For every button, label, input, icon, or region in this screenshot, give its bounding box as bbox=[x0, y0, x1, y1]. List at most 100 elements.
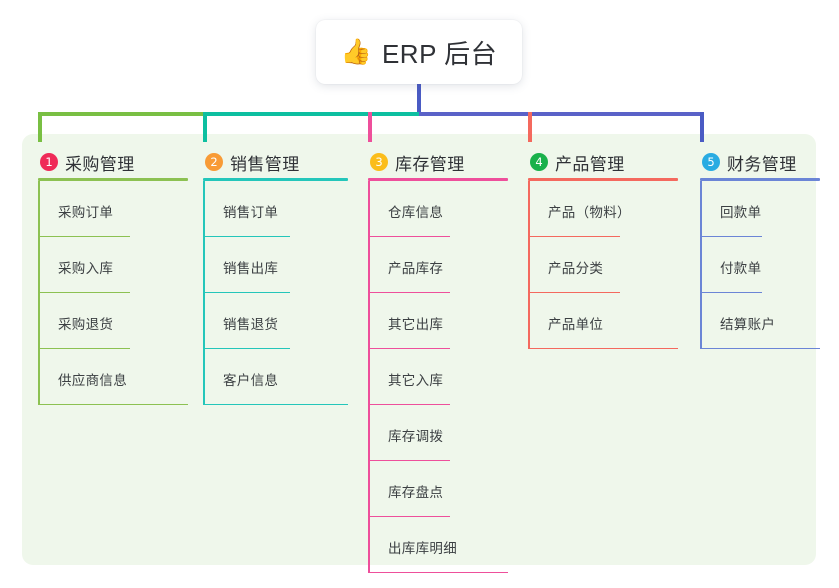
stub-line-5 bbox=[700, 112, 704, 142]
leaf-node[interactable]: 客户信息 bbox=[203, 349, 348, 405]
column-spine-1 bbox=[38, 181, 40, 405]
leaf-rule bbox=[368, 347, 450, 349]
leaf-rule bbox=[528, 235, 620, 237]
leaf-rule bbox=[700, 347, 820, 349]
column-header-rule-2 bbox=[203, 178, 348, 181]
column-header-1[interactable]: 1 采购管理 bbox=[38, 150, 188, 174]
leaf-rule bbox=[38, 235, 130, 237]
column-header-3[interactable]: 3 库存管理 bbox=[368, 150, 508, 174]
column-4: 4 产品管理产品（物料） 产品分类产品单位 bbox=[528, 150, 678, 349]
leaf-node[interactable]: 采购退货 bbox=[38, 293, 188, 349]
column-header-2[interactable]: 2 销售管理 bbox=[203, 150, 348, 174]
leaf-node[interactable]: 产品分类 bbox=[528, 237, 678, 293]
leaf-label: 采购订单 bbox=[58, 205, 114, 220]
leaf-label: 其它入库 bbox=[388, 373, 444, 388]
leaf-node[interactable]: 销售退货 bbox=[203, 293, 348, 349]
column-header-rule-4 bbox=[528, 178, 678, 181]
column-title-3: 库存管理 bbox=[395, 154, 465, 174]
stub-line-3 bbox=[368, 112, 372, 142]
column-header-4[interactable]: 4 产品管理 bbox=[528, 150, 678, 174]
leaf-label: 产品分类 bbox=[548, 261, 604, 276]
leaf-rule bbox=[528, 291, 620, 293]
leaf-rule bbox=[203, 291, 290, 293]
leaf-label: 产品单位 bbox=[548, 317, 604, 332]
leaf-rule bbox=[368, 235, 450, 237]
leaf-node[interactable]: 销售订单 bbox=[203, 181, 348, 237]
root-title: ERP 后台 bbox=[381, 38, 498, 69]
leaf-node[interactable]: 产品（物料） bbox=[528, 181, 678, 237]
column-2: 2 销售管理销售订单销售出库销售退货客户信息 bbox=[203, 150, 348, 405]
column-spine-2 bbox=[203, 181, 205, 405]
column-header-rule-5 bbox=[700, 178, 820, 181]
leaf-rule bbox=[368, 571, 508, 573]
connector-green-segment bbox=[38, 112, 205, 116]
column-header-rule-3 bbox=[368, 178, 508, 181]
stub-line-4 bbox=[528, 112, 532, 142]
column-title-2: 销售管理 bbox=[230, 154, 300, 174]
leaf-label: 采购入库 bbox=[58, 261, 114, 276]
leaf-node[interactable]: 供应商信息 bbox=[38, 349, 188, 405]
leaf-rule bbox=[368, 403, 450, 405]
column-3: 3 库存管理仓库信息产品库存其它出库其它入库库存调拨库存盘点出库库明细 bbox=[368, 150, 508, 573]
leaf-label: 出库库明细 bbox=[388, 541, 457, 556]
leaf-node[interactable]: 产品单位 bbox=[528, 293, 678, 349]
column-5: 5 财务管理回款单付款单结算账户 bbox=[700, 150, 820, 349]
leaf-node[interactable]: 其它入库 bbox=[368, 349, 508, 405]
column-header-5[interactable]: 5 财务管理 bbox=[700, 150, 820, 174]
leaf-node[interactable]: 回款单 bbox=[700, 181, 820, 237]
root-node[interactable]: 👍 ERP 后台 bbox=[316, 20, 522, 84]
leaf-label: 采购退货 bbox=[58, 317, 114, 332]
column-header-rule-1 bbox=[38, 178, 188, 181]
stub-line-1 bbox=[38, 112, 42, 142]
leaf-rule bbox=[700, 235, 762, 237]
stub-line-2 bbox=[203, 112, 207, 142]
leaf-label: 客户信息 bbox=[223, 373, 279, 388]
leaf-node[interactable]: 出库库明细 bbox=[368, 517, 508, 573]
leaf-node[interactable]: 库存调拨 bbox=[368, 405, 508, 461]
column-badge-4: 4 bbox=[530, 153, 548, 171]
leaf-node[interactable]: 付款单 bbox=[700, 237, 820, 293]
thumbs-up-icon: 👍 bbox=[340, 37, 372, 66]
trunk-line bbox=[417, 84, 421, 116]
leaf-node[interactable]: 销售出库 bbox=[203, 237, 348, 293]
diagram-panel bbox=[22, 134, 816, 565]
leaf-rule bbox=[528, 347, 678, 349]
connector-purple-segment bbox=[419, 112, 704, 116]
leaf-rule bbox=[700, 291, 762, 293]
leaf-node[interactable]: 采购入库 bbox=[38, 237, 188, 293]
column-badge-1: 1 bbox=[40, 153, 58, 171]
leaf-node[interactable]: 其它出库 bbox=[368, 293, 508, 349]
leaf-node[interactable]: 产品库存 bbox=[368, 237, 508, 293]
column-spine-3 bbox=[368, 181, 370, 573]
column-title-5: 财务管理 bbox=[727, 154, 797, 174]
leaf-label: 其它出库 bbox=[388, 317, 444, 332]
column-badge-3: 3 bbox=[370, 153, 388, 171]
column-title-1: 采购管理 bbox=[65, 154, 135, 174]
leaf-label: 付款单 bbox=[720, 261, 762, 276]
leaf-node[interactable]: 库存盘点 bbox=[368, 461, 508, 517]
column-badge-5: 5 bbox=[702, 153, 720, 171]
leaf-rule bbox=[368, 459, 450, 461]
leaf-rule bbox=[38, 403, 188, 405]
connector-teal-segment bbox=[205, 112, 419, 116]
leaf-label: 仓库信息 bbox=[388, 205, 444, 220]
column-badge-2: 2 bbox=[205, 153, 223, 171]
leaf-label: 销售出库 bbox=[223, 261, 279, 276]
leaf-label: 销售退货 bbox=[223, 317, 279, 332]
leaf-node[interactable]: 采购订单 bbox=[38, 181, 188, 237]
column-spine-4 bbox=[528, 181, 530, 349]
leaf-rule bbox=[368, 291, 450, 293]
column-1: 1 采购管理采购订单采购入库采购退货供应商信息 bbox=[38, 150, 188, 405]
leaf-label: 产品库存 bbox=[388, 261, 444, 276]
leaf-label: 供应商信息 bbox=[58, 373, 127, 388]
leaf-node[interactable]: 结算账户 bbox=[700, 293, 820, 349]
leaf-label: 库存盘点 bbox=[388, 485, 444, 500]
leaf-label: 销售订单 bbox=[223, 205, 279, 220]
leaf-label: 产品（物料） bbox=[548, 205, 631, 220]
leaf-rule bbox=[203, 403, 348, 405]
column-title-4: 产品管理 bbox=[555, 154, 625, 174]
leaf-label: 结算账户 bbox=[720, 317, 776, 332]
leaf-rule bbox=[203, 347, 290, 349]
leaf-node[interactable]: 仓库信息 bbox=[368, 181, 508, 237]
leaf-rule bbox=[368, 515, 450, 517]
